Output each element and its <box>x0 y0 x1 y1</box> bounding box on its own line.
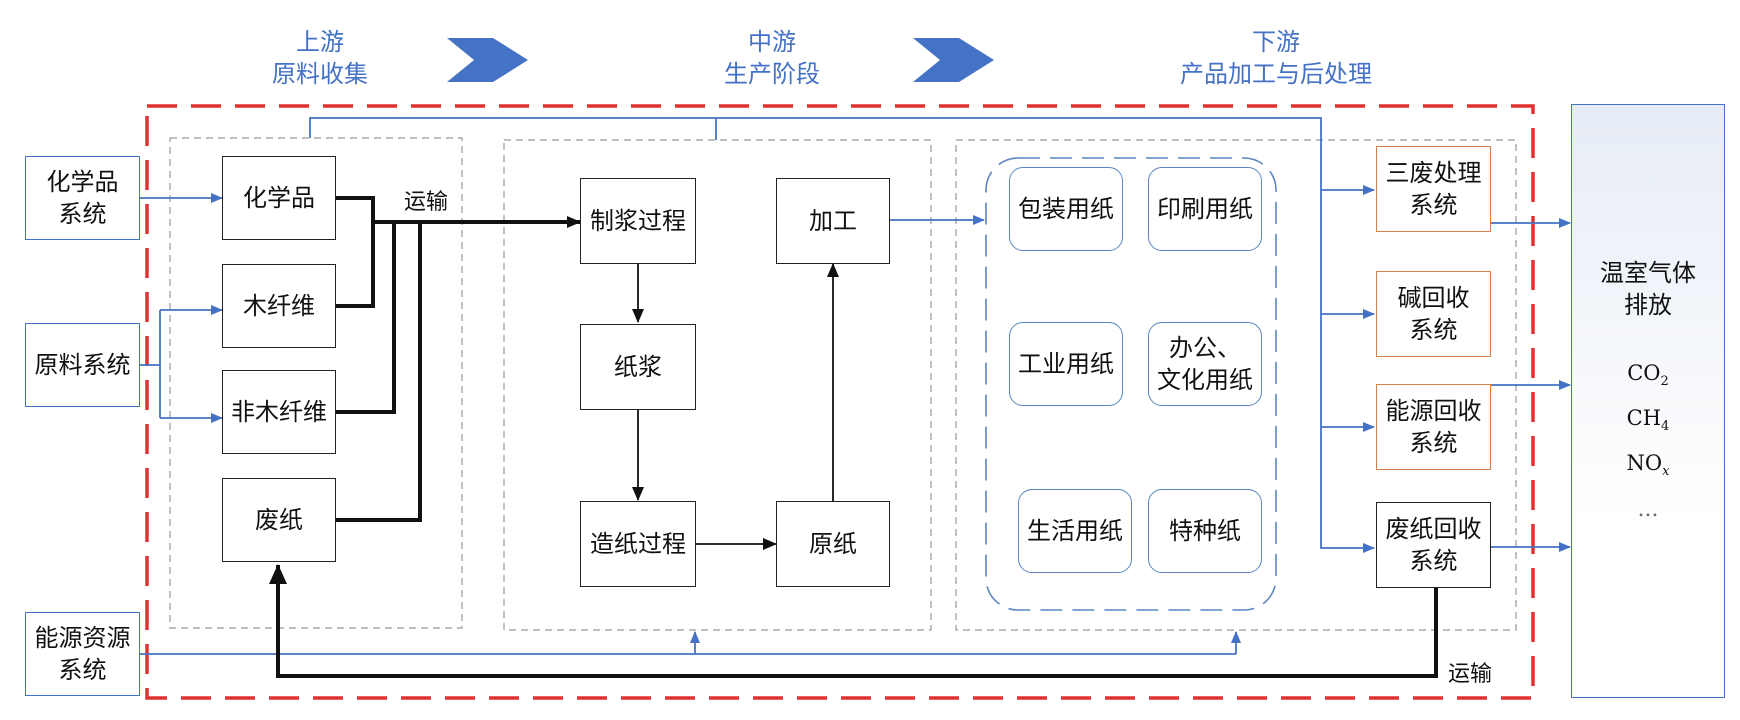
pulp-box: 纸浆 <box>580 324 696 410</box>
stage-upstream: 上游 原料收集 <box>240 26 400 90</box>
product-office-line2: 文化用纸 <box>1157 366 1253 394</box>
transport-waste-paper <box>336 222 422 522</box>
product-specialty-label: 特种纸 <box>1169 517 1241 545</box>
gas-nox: NOx <box>1627 445 1670 490</box>
base-paper-box: 原纸 <box>776 501 890 587</box>
stage-midstream: 中游 生产阶段 <box>692 26 852 90</box>
transport-wood-fiber <box>336 222 375 308</box>
energy-resource-system-line2: 系统 <box>58 656 107 684</box>
nonwood-fiber-box: 非木纤维 <box>222 370 336 454</box>
gas-ellipsis: … <box>1637 496 1659 521</box>
three-wastes-line2: 系统 <box>1409 191 1458 219</box>
energy-recovery-line1: 能源回收 <box>1385 397 1482 425</box>
product-office-line1: 办公、 <box>1169 334 1241 362</box>
alkali-recovery-box: 碱回收 系统 <box>1376 271 1491 357</box>
processing-label: 加工 <box>809 207 857 235</box>
product-printing-label: 印刷用纸 <box>1157 195 1253 223</box>
product-office-paper: 办公、 文化用纸 <box>1148 322 1262 406</box>
gas-co2-sub: 2 <box>1660 374 1669 390</box>
stage-upstream-subtitle: 原料收集 <box>272 60 368 88</box>
pulping-box: 制浆过程 <box>580 178 696 264</box>
wood-fiber-box: 木纤维 <box>222 264 336 348</box>
pulp-label: 纸浆 <box>614 353 662 381</box>
energy-resource-system-line1: 能源资源 <box>34 624 131 652</box>
stage-arrow-midstream-to-downstream <box>913 38 994 82</box>
pulping-label: 制浆过程 <box>590 207 686 235</box>
ghg-title-line1: 温室气体 <box>1600 259 1696 287</box>
stage-midstream-subtitle: 生产阶段 <box>724 60 820 88</box>
chemical-system-line2: 系统 <box>58 200 107 228</box>
product-household-paper: 生活用纸 <box>1018 489 1132 573</box>
alkali-line2: 系统 <box>1409 316 1458 344</box>
product-printing-paper: 印刷用纸 <box>1148 167 1262 251</box>
processing-box: 加工 <box>776 178 890 264</box>
product-group <box>985 157 1277 611</box>
product-industrial-paper: 工业用纸 <box>1009 322 1123 406</box>
stage-arrow-upstream-to-midstream <box>447 38 528 82</box>
energy-recovery-line2: 系统 <box>1409 429 1458 457</box>
ghg-emissions-box: 温室气体 排放 CO2 CH4 NOx … <box>1571 104 1725 698</box>
waste-paper-box: 废纸 <box>222 478 336 562</box>
transport-label-top: 运输 <box>404 190 449 215</box>
three-wastes-line1: 三废处理 <box>1385 159 1482 187</box>
raw-material-system-box: 原料系统 <box>25 323 140 407</box>
product-packaging-paper: 包装用纸 <box>1009 167 1123 251</box>
raw-material-system-label: 原料系统 <box>34 351 131 379</box>
gas-ch4: CH4 <box>1627 400 1670 445</box>
wood-fiber-label: 木纤维 <box>243 292 315 320</box>
gas-co2-text: CO <box>1627 361 1661 385</box>
three-wastes-treatment-box: 三废处理 系统 <box>1376 146 1491 232</box>
chemical-system-line1: 化学品 <box>46 168 119 196</box>
system-boundary <box>145 104 1535 700</box>
midstream-area <box>503 139 932 631</box>
energy-recovery-box: 能源回收 系统 <box>1376 384 1491 470</box>
stage-downstream: 下游 产品加工与后处理 <box>1136 26 1416 90</box>
base-paper-label: 原纸 <box>809 530 857 558</box>
energy-resource-system-box: 能源资源 系统 <box>25 612 140 696</box>
gas-ch4-sub: 4 <box>1661 419 1670 435</box>
ghg-title-line2: 排放 <box>1624 291 1672 319</box>
gas-nox-text: NO <box>1626 451 1663 476</box>
stage-midstream-title: 中游 <box>748 28 796 56</box>
nonwood-fiber-label: 非木纤维 <box>231 398 327 426</box>
product-industrial-label: 工业用纸 <box>1018 350 1114 378</box>
flow-top-connector <box>309 117 1375 553</box>
product-household-label: 生活用纸 <box>1027 517 1123 545</box>
stage-downstream-subtitle: 产品加工与后处理 <box>1180 60 1372 88</box>
product-packaging-label: 包装用纸 <box>1018 195 1114 223</box>
papermaking-box: 造纸过程 <box>580 501 696 587</box>
stage-upstream-title: 上游 <box>296 28 344 56</box>
chemicals-label: 化学品 <box>243 184 315 212</box>
alkali-line1: 碱回收 <box>1397 284 1470 312</box>
transport-chemicals <box>336 196 375 222</box>
papermaking-label: 造纸过程 <box>590 530 686 558</box>
chemical-system-box: 化学品 系统 <box>25 156 140 240</box>
wastepaper-recovery-line1: 废纸回收 <box>1385 515 1482 543</box>
gas-co2: CO2 <box>1627 355 1669 400</box>
product-specialty-paper: 特种纸 <box>1148 489 1262 573</box>
gas-nox-sub: x <box>1662 464 1670 480</box>
flow-raw-system-split <box>140 310 161 418</box>
transport-nonwood-fiber <box>336 222 396 414</box>
wastepaper-recovery-line2: 系统 <box>1409 547 1458 575</box>
wastepaper-recovery-box: 废纸回收 系统 <box>1376 502 1491 588</box>
gas-ch4-text: CH <box>1626 406 1662 431</box>
stage-downstream-title: 下游 <box>1252 28 1300 56</box>
transport-recycled-paper-return <box>269 564 1438 678</box>
upstream-area <box>169 137 463 629</box>
transport-label-bottom: 运输 <box>1448 662 1493 687</box>
chemicals-box: 化学品 <box>222 156 336 240</box>
waste-paper-label: 废纸 <box>255 506 303 534</box>
